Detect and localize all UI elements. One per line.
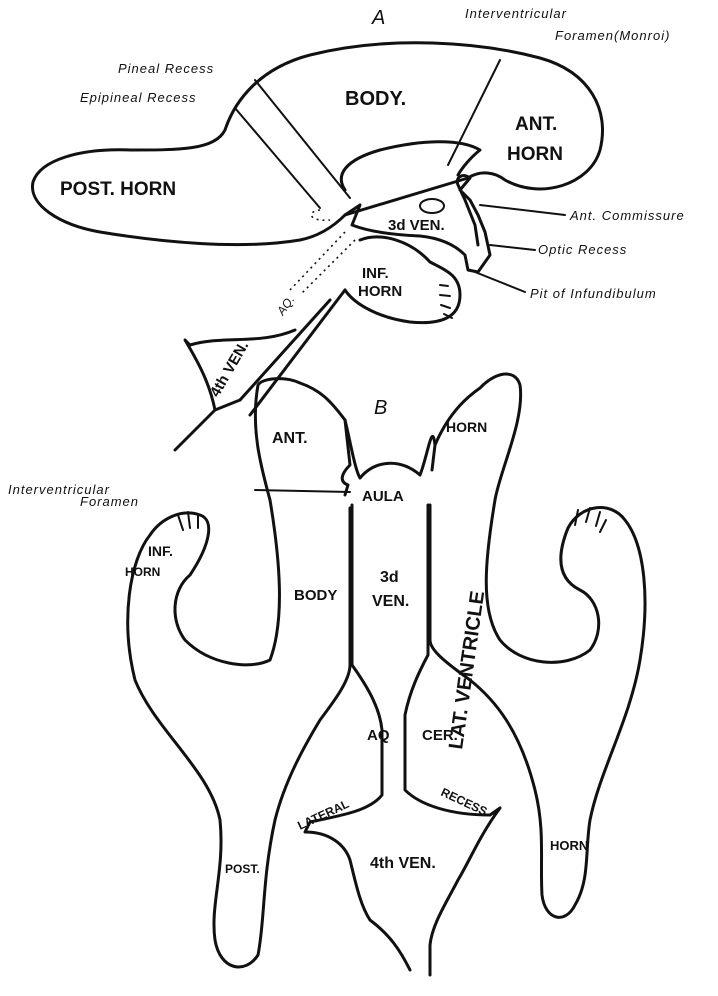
- label-pit-infundibulum: Pit of Infundibulum: [530, 286, 657, 301]
- label-fourth-ven-b: 4th VEN.: [370, 855, 436, 872]
- label-aula: AULA: [362, 488, 404, 505]
- panel-a: A Interventricular Foramen(Monroi) Pinea…: [32, 6, 684, 450]
- label-horn-bottom-b: HORN: [550, 838, 588, 853]
- label-inf-horn-b-2: HORN: [125, 565, 160, 579]
- label-cer: CER.: [422, 727, 458, 744]
- label-epipineal-recess: Epipineal Recess: [80, 90, 196, 105]
- left-lateral-ventricle-outline: [128, 379, 350, 967]
- label-third-ven-a: 3d VEN.: [388, 217, 445, 234]
- label-interventricular-b-2: Foramen: [80, 494, 139, 509]
- horn-tip-hatch-b: [178, 508, 606, 532]
- label-inf-horn-b-1: INF.: [148, 543, 173, 559]
- label-horn-top-b: HORN: [446, 419, 487, 435]
- label-aq-a: AQ.: [273, 293, 297, 319]
- label-pineal-recess: Pineal Recess: [118, 61, 214, 76]
- label-fourth-ven-a: 4th VEN.: [207, 338, 253, 400]
- label-inf-horn-a-1: INF.: [362, 265, 389, 282]
- aula-outline: [345, 420, 435, 478]
- horn-tip-hatch-a: [440, 285, 452, 318]
- label-ant-horn-a-1: ANT.: [515, 114, 557, 135]
- panel-b: B ANT. HORN Interventricular Foramen AUL…: [8, 374, 645, 975]
- panel-a-letter: A: [371, 7, 385, 29]
- third-ventricle-outline-b: [305, 505, 500, 975]
- label-inf-horn-a-2: HORN: [358, 283, 402, 300]
- massa-intermedia-a: [420, 199, 444, 213]
- label-ant-b: ANT.: [272, 430, 308, 447]
- label-body-b: BODY: [294, 587, 337, 604]
- label-ant-horn-a-2: HORN: [507, 144, 563, 165]
- dotted-lines-a: [290, 210, 355, 295]
- label-interventricular-a-1: Interventricular: [465, 6, 567, 21]
- label-post-horn-a: POST. HORN: [60, 179, 176, 200]
- label-third-ven-b-2: VEN.: [372, 593, 409, 610]
- label-third-ven-b-1: 3d: [380, 569, 399, 586]
- label-aq-b: AQ: [367, 727, 390, 744]
- panel-b-letter: B: [374, 397, 387, 419]
- label-body-a: BODY.: [345, 88, 406, 110]
- label-post-b: POST.: [225, 862, 260, 876]
- label-ant-commissure: Ant. Commissure: [569, 208, 685, 223]
- label-optic-recess: Optic Recess: [538, 242, 627, 257]
- label-interventricular-a-2: Foramen(Monroi): [555, 28, 670, 43]
